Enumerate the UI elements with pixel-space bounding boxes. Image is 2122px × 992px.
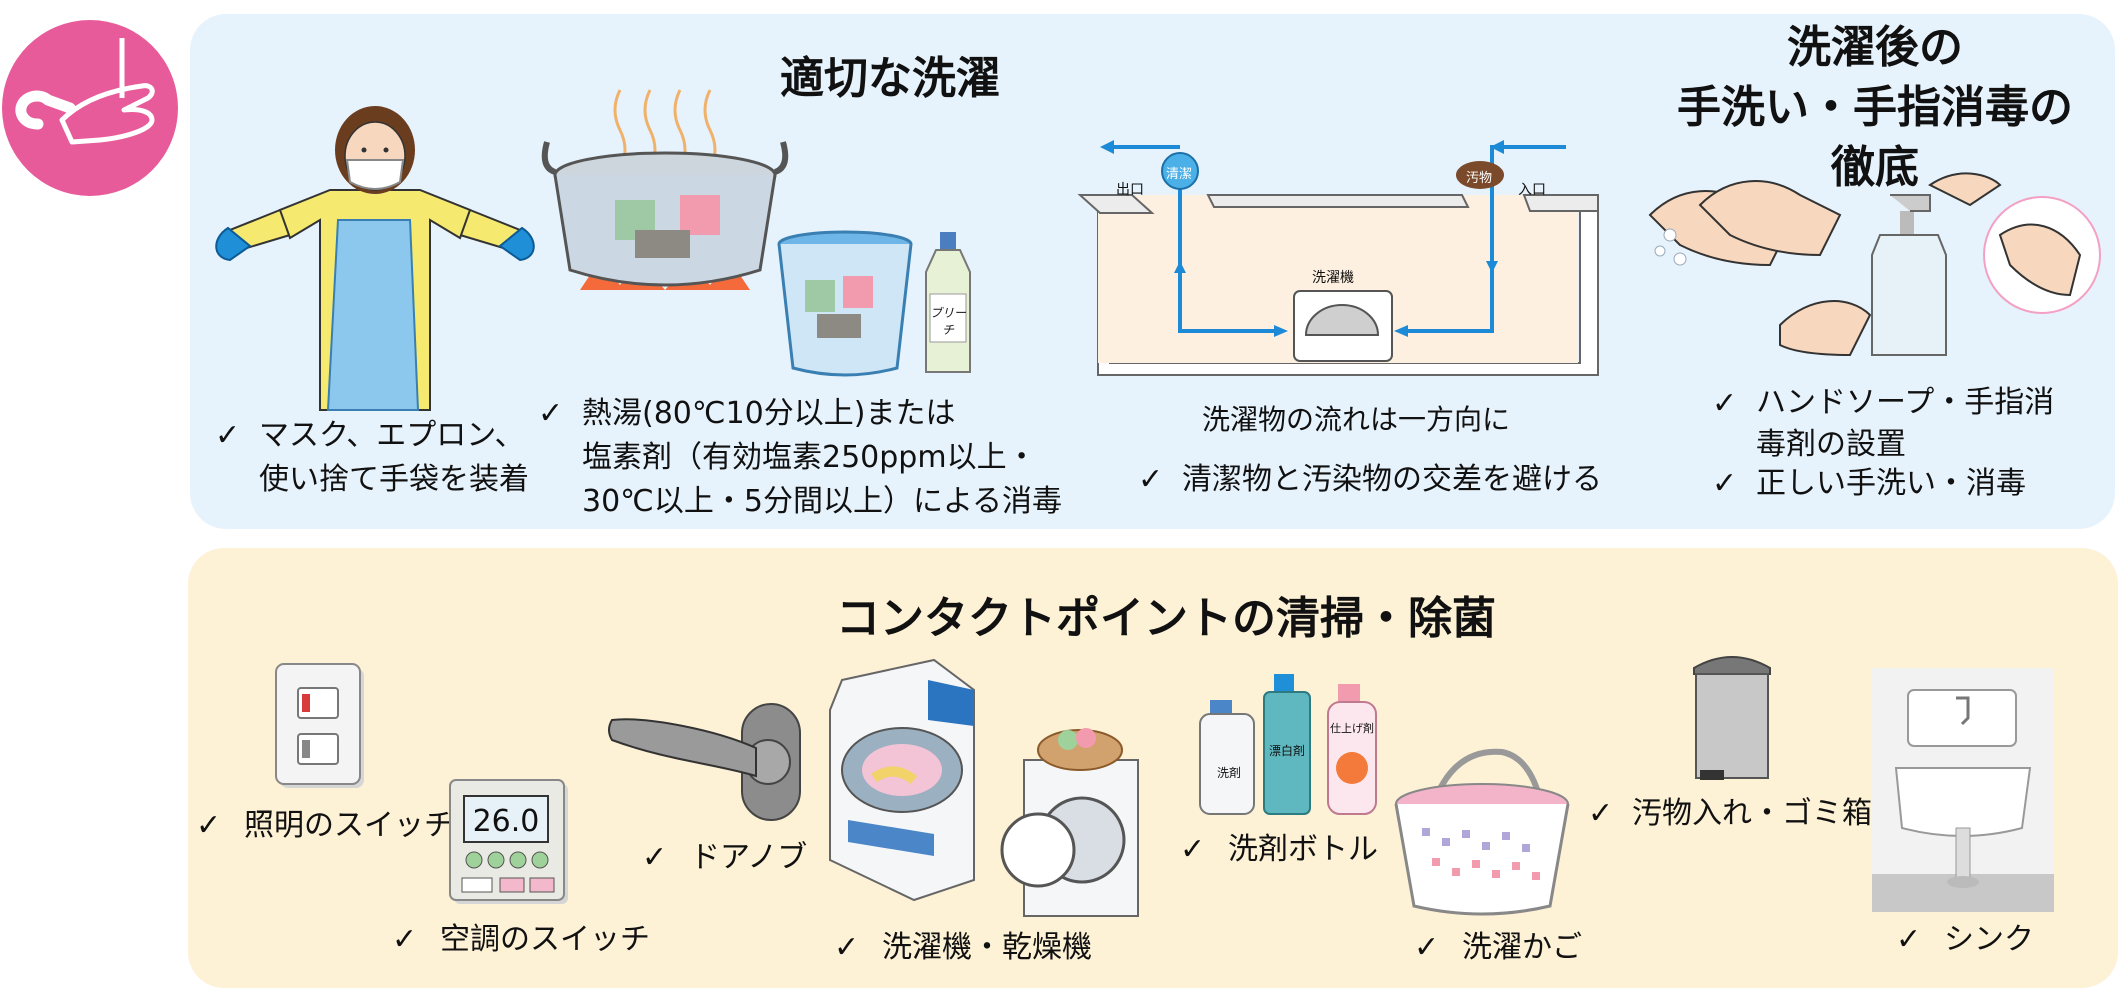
mask-caption-line-2: 使い捨て手袋を装着 <box>259 462 529 497</box>
trash-can-illustration <box>1690 650 1774 786</box>
no-cross-caption: ✓ 清潔物と汚染物の交差を避ける <box>1138 458 1602 502</box>
heat-caption-line-3: 30℃以上・5分間以上）による消毒 <box>582 484 1063 519</box>
checkmark-icon: ✓ <box>1588 796 1614 831</box>
person-apron-illustration <box>215 106 535 411</box>
detergent-label: 洗剤 <box>1216 766 1241 780</box>
bleach-bottle-label: 漂白剤 <box>1268 744 1305 758</box>
ac-switch-illustration: 26.0 <box>449 779 570 906</box>
hand-caption-2-text: 正しい手洗い・消毒 <box>1756 466 2026 501</box>
checkmark-icon: ✓ <box>196 808 222 843</box>
washer-dryer-caption: ✓ 洗濯機・乾燥機 <box>834 926 1092 970</box>
detergent-bottles-illustration: 洗剤 漂白剤 仕上げ剤 <box>1198 672 1382 818</box>
entry-label: 入口 <box>1518 182 1546 198</box>
hand-badge-icon <box>2 20 178 196</box>
bleach-bottle-illustration: ブリーチ <box>922 232 974 374</box>
ac-display: 26.0 <box>472 804 540 839</box>
trash-text: 汚物入れ・ゴミ箱 <box>1632 796 1872 831</box>
handwash-sanitizer-illustration <box>1640 165 2101 365</box>
laundry-flow-diagram: 出口 入口 清潔 汚物 洗濯機 <box>1077 135 1600 395</box>
bleach-label: ブリーチ <box>930 306 967 337</box>
laundry-basket-text: 洗濯かご <box>1462 930 1582 965</box>
contact-point-title: コンタクトポイントの清掃・除菌 <box>836 593 1496 644</box>
sink-illustration <box>1872 668 2054 912</box>
dirty-label: 汚物 <box>1466 171 1493 186</box>
heat-caption-line-1: 熱湯(80℃10分以上)または <box>582 396 956 431</box>
boiling-pot-illustration <box>540 89 790 310</box>
hand-caption-2: ✓ 正しい手洗い・消毒 <box>1712 462 2026 506</box>
laundry-basket-caption: ✓ 洗濯かご <box>1414 926 1582 970</box>
checkmark-icon: ✓ <box>1180 832 1206 867</box>
door-knob-text: ドアノブ <box>690 840 808 875</box>
laundry-basket-illustration <box>1392 738 1572 918</box>
heat-caption-line-2: 塩素剤（有効塩素250ppm以上・ <box>582 440 1037 475</box>
checkmark-icon: ✓ <box>642 840 668 875</box>
laundry-title: 適切な洗濯 <box>780 53 1000 104</box>
softener-label: 仕上げ剤 <box>1330 722 1374 735</box>
checkmark-icon: ✓ <box>1896 922 1922 957</box>
sink-text: シンク <box>1944 922 2034 957</box>
sink-caption: ✓ シンク <box>1896 918 2034 962</box>
mask-caption: ✓ マスク、エプロン、 使い捨て手袋を装着 <box>215 414 529 502</box>
light-switch-caption: ✓ 照明のスイッチ <box>196 804 454 848</box>
washer-dryer-text: 洗濯機・乾燥機 <box>882 930 1092 965</box>
heat-caption: ✓ 熱湯(80℃10分以上)または 塩素剤（有効塩素250ppm以上・ 30℃以… <box>538 392 1062 524</box>
contact-point-panel <box>188 548 2118 988</box>
checkmark-icon: ✓ <box>1712 466 1738 501</box>
flow-caption: 洗濯物の流れは一方向に <box>1202 403 1511 436</box>
trash-caption: ✓ 汚物入れ・ゴミ箱 <box>1588 792 1872 836</box>
ac-switch-caption: ✓ 空調のスイッチ <box>392 918 650 962</box>
checkmark-icon: ✓ <box>1414 930 1440 965</box>
detergent-text: 洗剤ボトル <box>1228 832 1378 867</box>
hand-caption-1: ✓ ハンドソープ・手指消 毒剤の設置 <box>1712 382 2054 466</box>
detergent-caption: ✓ 洗剤ボトル <box>1180 828 1378 872</box>
handwash-title-line-2: 手洗い・手指消毒の <box>1677 82 2073 133</box>
checkmark-icon: ✓ <box>1712 386 1738 421</box>
handwash-title: 洗濯後の 手洗い・手指消毒の 徹底 <box>1620 18 2122 198</box>
washer-dryer-illustration <box>824 658 1144 920</box>
checkmark-icon: ✓ <box>392 922 418 957</box>
checkmark-icon: ✓ <box>215 418 241 453</box>
handwash-title-line-3: 徹底 <box>1831 142 1919 193</box>
washing-machine-label: 洗濯機 <box>1312 270 1354 286</box>
hand-caption-1-line-2: 毒剤の設置 <box>1756 427 1906 462</box>
door-knob-caption: ✓ ドアノブ <box>642 836 807 880</box>
clean-label: 清潔 <box>1166 167 1193 182</box>
handwash-title-line-1: 洗濯後の <box>1787 22 1963 73</box>
exit-label: 出口 <box>1116 182 1144 198</box>
checkmark-icon: ✓ <box>1138 462 1164 497</box>
no-cross-caption-text: 清潔物と汚染物の交差を避ける <box>1182 462 1602 497</box>
checkmark-icon: ✓ <box>834 930 860 965</box>
door-knob-illustration <box>606 700 802 824</box>
bucket-illustration <box>775 230 915 380</box>
checkmark-icon: ✓ <box>538 396 564 431</box>
light-switch-text: 照明のスイッチ <box>244 808 454 843</box>
hand-caption-1-line-1: ハンドソープ・手指消 <box>1756 385 2055 420</box>
mask-caption-line-1: マスク、エプロン、 <box>259 418 525 453</box>
light-switch-illustration <box>275 663 366 790</box>
ac-switch-text: 空調のスイッチ <box>440 922 650 957</box>
